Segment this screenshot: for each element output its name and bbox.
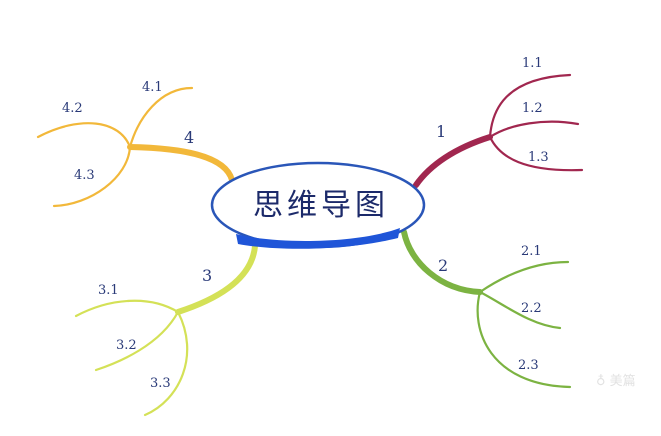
branch-4-child-2: 4.2: [62, 101, 83, 116]
branch-2-child-3: 2.3: [518, 358, 539, 373]
branch-2-child-1: 2.1: [521, 244, 542, 259]
watermark: ♁ 美篇: [596, 370, 636, 389]
branch-3-child-2: 3.2: [116, 338, 137, 353]
branch-1-child-1: 1.1: [522, 56, 543, 71]
branch-4-child-1: 4.1: [142, 80, 163, 95]
branch-2-label: 2: [438, 256, 449, 275]
meipian-logo-icon: ♁: [596, 374, 606, 389]
branch-4-child-3: 4.3: [74, 168, 95, 183]
branch-4-label: 4: [184, 128, 195, 147]
branch-3-child-1: 3.1: [98, 283, 119, 298]
branch-1-child-2: 1.2: [522, 101, 543, 116]
branch-2-lines: [401, 229, 572, 389]
branch-3-child-3: 3.3: [150, 376, 171, 391]
watermark-text: 美篇: [609, 374, 636, 389]
branch-4-lines: [36, 86, 235, 208]
center-node-title: 思维导图: [253, 188, 389, 223]
branch-2-child-2: 2.2: [521, 301, 542, 316]
branch-3-label: 3: [202, 266, 213, 285]
branch-1-lines: [413, 73, 584, 188]
branch-1-child-3: 1.3: [528, 150, 549, 165]
center-node: [210, 161, 426, 249]
branch-3-lines: [74, 243, 258, 417]
branch-1-label: 1: [436, 122, 447, 141]
